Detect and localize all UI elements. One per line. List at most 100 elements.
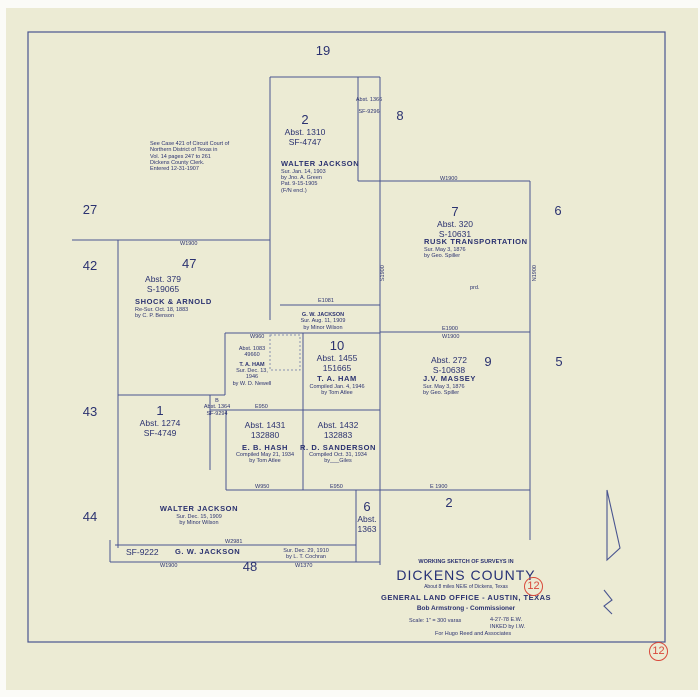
survey-9: Abst. 272 S-10638 xyxy=(431,355,467,376)
owner: R. D. SANDERSON xyxy=(299,442,377,452)
gw-south-notes: Sur. Dec. 29, 1910 by L. T. Cochran xyxy=(283,548,329,561)
owner: G. W. JACKSON xyxy=(301,312,345,318)
call-label: E1900 xyxy=(442,326,458,332)
file-number: 1363 xyxy=(357,523,377,534)
sketch-number-stamp: 12 xyxy=(524,577,543,596)
county-title: DICKENS COUNTY xyxy=(396,567,536,583)
survey-9-owner: J.V. MASSEY Sur. May 3, 1876 by Geo. Spi… xyxy=(423,374,477,396)
file-number: 151665 xyxy=(322,362,352,373)
survey-number: 7 xyxy=(451,204,459,219)
call-label: W2981 xyxy=(225,539,243,545)
survey-47-owner: SHOCK & ARNOLD Re-Sur. Oct. 18, 1883 by … xyxy=(135,297,212,319)
note: Compiled Jan. 4, 1946 xyxy=(309,384,365,391)
note-line: Dickens County Clerk. xyxy=(150,159,205,166)
call-label: E1081 xyxy=(318,298,334,304)
gw-south-file: SF-9222 xyxy=(126,547,159,557)
note: (F/N encl.) xyxy=(281,187,307,194)
call-label: W960 xyxy=(250,334,265,340)
abstract: Abst. 272 xyxy=(431,355,467,365)
owner: SHOCK & ARNOLD xyxy=(135,297,212,306)
abstract: Abst. 1310 xyxy=(284,126,326,137)
abstract: Abst. 1083 xyxy=(238,346,266,352)
call-label: W1900 xyxy=(160,563,178,569)
north-arrow-icon xyxy=(603,489,621,615)
note: by Tom Atlee xyxy=(249,458,281,465)
scale-note: Scale: 1" = 300 varas xyxy=(409,618,462,624)
note: by Geo. Spiller xyxy=(423,389,460,396)
survey-number-6: 6 xyxy=(554,203,562,218)
note: Pat. 9-15-1905 xyxy=(281,181,318,188)
inked-note: INKED by I.W. xyxy=(490,624,526,630)
call-label: N1900 xyxy=(531,265,538,282)
survey-number-8: 8 xyxy=(396,108,404,123)
file-number: SF-4747 xyxy=(288,136,322,147)
survey-number: 1 xyxy=(156,403,164,418)
note-line: See Case 421 of Circuit Court of xyxy=(150,141,230,147)
note: by Tom Atlee xyxy=(321,390,353,397)
survey-number-9: 9 xyxy=(484,354,492,369)
call-label: W950 xyxy=(255,484,270,490)
survey-hash: Abst. 1431 132880 E. B. HASH Compiled Ma… xyxy=(235,420,295,465)
survey-sanderson: Abst. 1432 132883 R. D. SANDERSON Compil… xyxy=(299,420,377,465)
survey-10: 10 Abst. 1455 151665 T. A. HAM Compiled … xyxy=(309,338,365,397)
note: Sur. Dec. 13, xyxy=(236,367,268,374)
map-sheet xyxy=(6,8,698,690)
for-note: For Hugo Reed and Associates xyxy=(435,631,512,637)
sketch-number-stamp-corner: 12 xyxy=(649,642,668,661)
survey-number: B xyxy=(215,398,219,404)
call-label: S1900 xyxy=(379,265,386,282)
note-line: Northern District of Texas in xyxy=(150,147,218,154)
note: Compiled May 21, 1934 xyxy=(235,452,295,459)
survey-number: 10 xyxy=(329,338,345,353)
note: Compiled Oct. 31, 1934 xyxy=(309,452,367,459)
date-note: 4-27-78 E.W. xyxy=(490,617,523,623)
owner: J.V. MASSEY xyxy=(423,374,477,383)
survey-number: 2 xyxy=(301,112,309,127)
owner: E. B. HASH xyxy=(241,442,288,452)
title-heading: WORKING SKETCH OF SURVEYS IN xyxy=(418,559,514,565)
gw-south-owner: G. W. JACKSON xyxy=(175,547,241,556)
file-number: 132883 xyxy=(323,429,353,440)
file-number: 49660 xyxy=(244,352,260,359)
survey-number-48: 48 xyxy=(242,559,258,574)
abstract: Abst. 1364 xyxy=(203,404,231,411)
owner: RUSK TRANSPORTATION xyxy=(424,237,528,246)
note: by C. P. Benson xyxy=(135,312,175,319)
call-label: E 1900 xyxy=(430,484,448,490)
owner: WALTER JACKSON xyxy=(159,504,239,513)
note-line: Vol. 14 pages 247 to 261 xyxy=(150,153,211,160)
call-label: prd. xyxy=(470,285,480,291)
owner: WALTER JACKSON xyxy=(281,159,360,168)
file-number: S-10638 xyxy=(432,364,466,375)
abstract: Abst. 1366 xyxy=(355,97,383,103)
note: Sur. May 3, 1876 xyxy=(423,383,465,390)
file-number: S-10631 xyxy=(438,228,472,239)
note: Sur. Dec. 15, 1909 xyxy=(176,513,222,520)
location-note: About 8 miles NE/E of Dickens, Texas xyxy=(424,584,508,590)
survey-b: B Abst. 1364 SF-9294 xyxy=(204,398,230,417)
survey-number-44: 44 xyxy=(82,509,98,524)
abstract: Abst. xyxy=(357,513,377,524)
call-label: E950 xyxy=(255,404,268,410)
call-label: E950 xyxy=(330,484,343,490)
call-label: W1900 xyxy=(180,241,198,247)
note-line: Entered 12-31-1907 xyxy=(150,166,199,173)
file-number: SF-9294 xyxy=(206,410,228,417)
survey-47: Abst. 379 S-19065 xyxy=(145,274,181,295)
survey-number-43: 43 xyxy=(82,404,98,419)
file-number: 132880 xyxy=(250,429,280,440)
abstract: Abst. 1432 xyxy=(317,420,359,430)
gw-jackson-north: G. W. JACKSON Sur. Aug. 11, 1909 by Mino… xyxy=(301,312,346,331)
survey-number-42: 42 xyxy=(82,258,98,273)
survey-number-27: 27 xyxy=(82,202,98,217)
abstract: Abst. 1455 xyxy=(316,352,358,363)
note: by Minor Wilson xyxy=(303,324,343,331)
map-border xyxy=(27,31,666,643)
note: Sur. Aug. 11, 1909 xyxy=(300,318,346,325)
call-label: W1900 xyxy=(440,176,458,182)
survey-ham-1083: Abst. 1083 49660 T. A. HAM Sur. Dec. 13,… xyxy=(233,346,272,387)
note: 1946 xyxy=(245,374,259,381)
call-label: W1900 xyxy=(442,334,460,340)
survey-number-47: 47 xyxy=(182,256,197,271)
note: Sur. May 3, 1876 xyxy=(424,246,466,253)
